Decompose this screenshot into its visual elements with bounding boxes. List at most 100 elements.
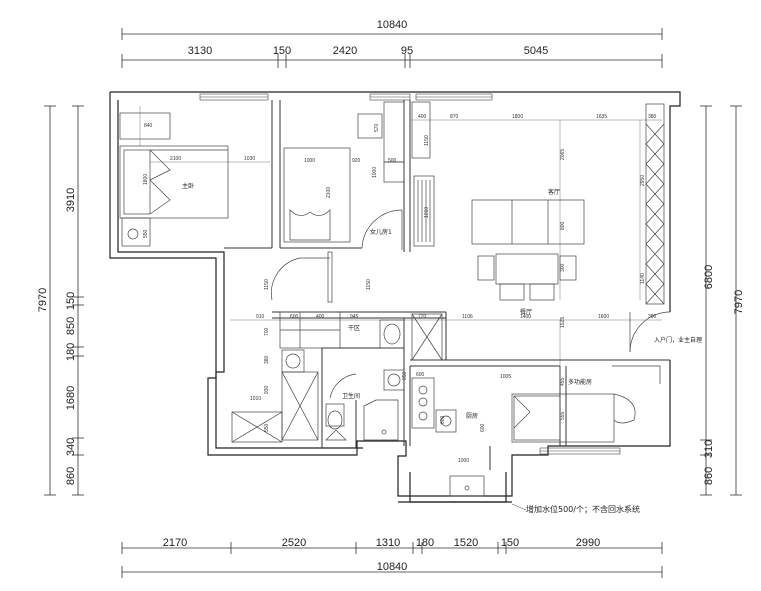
room-label-kitchen: 厨房 xyxy=(466,412,478,420)
dim-hall-600: 600 xyxy=(290,314,299,320)
bottom-dim-6: 150 xyxy=(501,537,519,549)
room-label-master: 主卧 xyxy=(182,182,194,190)
dim-master-2100: 2100 xyxy=(170,156,181,162)
dim-center-600: 600 xyxy=(440,415,446,424)
bottom-dim-3: 1310 xyxy=(376,537,400,549)
master-bedroom-furniture xyxy=(119,112,229,247)
dim-hall-550: 550 xyxy=(264,423,270,432)
room-label-living: 客厅 xyxy=(548,188,560,196)
dim-hall-945: 945 xyxy=(350,314,359,320)
left-dim-3: 850 xyxy=(65,317,77,335)
left-total-dim: 7970 xyxy=(37,288,49,312)
dim-hall-400: 400 xyxy=(316,314,325,320)
multi-room-furniture xyxy=(511,365,661,443)
top-dim-3: 2420 xyxy=(333,45,357,57)
living-room-dim-lines xyxy=(230,119,662,440)
dim-master-1800: 1800 xyxy=(143,174,149,185)
right-dim-3: 860 xyxy=(703,467,715,485)
left-dim-4: 180 xyxy=(65,343,77,361)
dim-living-380: 380 xyxy=(648,114,657,120)
dim-living-1635: 1635 xyxy=(596,114,607,120)
dim-center-1600: 1600 xyxy=(598,314,609,320)
right-dim-1: 6800 xyxy=(703,265,715,289)
top-dim-2: 150 xyxy=(273,45,291,57)
dim-master-1030: 1030 xyxy=(244,156,255,162)
left-dimension-lines xyxy=(44,105,84,496)
dim-center-600b: 600 xyxy=(416,372,425,378)
dim-master-840: 840 xyxy=(144,123,153,129)
dim-daughter-1000: 1000 xyxy=(304,158,315,164)
living-room-furniture xyxy=(411,101,671,353)
dim-center-455: 455 xyxy=(560,377,566,386)
dim-center-600c: 600 xyxy=(480,423,486,432)
note-leader xyxy=(511,503,527,511)
dim-center-850: 850 xyxy=(402,371,408,380)
top-dimension-lines xyxy=(121,28,663,68)
left-dim-2: 150 xyxy=(65,292,77,310)
dim-center-380: 380 xyxy=(648,314,657,320)
room-label-bathroom: 卫生间 xyxy=(342,392,360,400)
dim-living-1140: 1140 xyxy=(640,273,646,284)
dim-hall-1150: 1150 xyxy=(264,279,270,290)
top-dim-4: 95 xyxy=(401,45,413,57)
left-dim-6: 340 xyxy=(65,438,77,456)
dim-living-1010: 1010 xyxy=(424,207,430,218)
left-dim-7: 860 xyxy=(65,467,77,485)
water-note: 增加水位500/个；不含回水系统 xyxy=(526,504,640,514)
left-dim-1: 3910 xyxy=(65,188,77,212)
room-label-multi: 多功能房 xyxy=(568,378,592,386)
kitchen-fixtures xyxy=(411,377,485,497)
dim-center-720: 720 xyxy=(418,314,427,320)
dim-living-1800: 1800 xyxy=(512,114,523,120)
left-dim-5: 1680 xyxy=(65,386,77,410)
bottom-dim-1: 2170 xyxy=(163,537,187,549)
dim-living-2065: 2065 xyxy=(560,149,566,160)
dim-hall-1150b: 1150 xyxy=(366,279,372,290)
bottom-total-dim: 10840 xyxy=(377,561,408,573)
room-label-entrance: 入户门，业主自理 xyxy=(654,336,702,344)
dim-center-555: 555 xyxy=(560,411,566,420)
dim-living-800: 800 xyxy=(560,221,566,230)
room-label-dining: 餐厅 xyxy=(520,308,532,316)
dim-center-1005: 1005 xyxy=(500,374,511,380)
dim-living-300: 300 xyxy=(560,263,566,272)
master-bedroom-dims xyxy=(139,106,270,163)
dim-hall-700: 700 xyxy=(264,327,270,336)
bottom-dimension-lines xyxy=(121,542,663,578)
bathroom-fixtures xyxy=(325,373,399,441)
dim-center-1525: 1525 xyxy=(560,317,566,328)
dim-hall-380: 380 xyxy=(264,355,270,364)
dim-living-2950: 2950 xyxy=(640,175,646,186)
interior-walls xyxy=(224,100,670,470)
dim-daughter-2100: 2100 xyxy=(326,187,332,198)
dim-hall-910: 910 xyxy=(256,314,265,320)
outer-walls xyxy=(109,91,681,503)
right-dim-2: 310 xyxy=(703,440,715,458)
dim-daughter-570: 570 xyxy=(374,123,380,132)
top-dim-1: 3130 xyxy=(188,45,212,57)
dim-daughter-500: 500 xyxy=(388,158,397,164)
dim-living-870: 870 xyxy=(450,114,459,120)
dim-center-1000: 1000 xyxy=(458,458,469,464)
top-dim-5: 5045 xyxy=(524,45,548,57)
dim-daughter-920: 920 xyxy=(352,158,361,164)
dim-master-550: 550 xyxy=(143,229,149,238)
top-total-dim: 10840 xyxy=(377,19,408,31)
dim-daughter-1150: 1150 xyxy=(424,135,430,146)
dim-hall-930: 930 xyxy=(264,385,270,394)
dim-center-1106: 1106 xyxy=(462,314,473,320)
dim-daughter-1000b: 1000 xyxy=(372,167,378,178)
bottom-dim-5: 1520 xyxy=(454,537,478,549)
bottom-dim-2: 2520 xyxy=(282,537,306,549)
bottom-dim-4: 180 xyxy=(416,537,434,549)
hallway-furniture xyxy=(231,251,443,443)
dim-living-400: 400 xyxy=(418,114,427,120)
room-label-daughter: 女儿房1 xyxy=(370,228,392,236)
right-total-dim: 7970 xyxy=(733,290,745,314)
right-dimension-lines xyxy=(700,105,742,496)
dim-hall-1010: 1010 xyxy=(250,396,261,402)
dim-center-1400: 1400 xyxy=(520,314,531,320)
windows xyxy=(199,93,621,455)
bottom-dim-7: 2990 xyxy=(576,537,600,549)
